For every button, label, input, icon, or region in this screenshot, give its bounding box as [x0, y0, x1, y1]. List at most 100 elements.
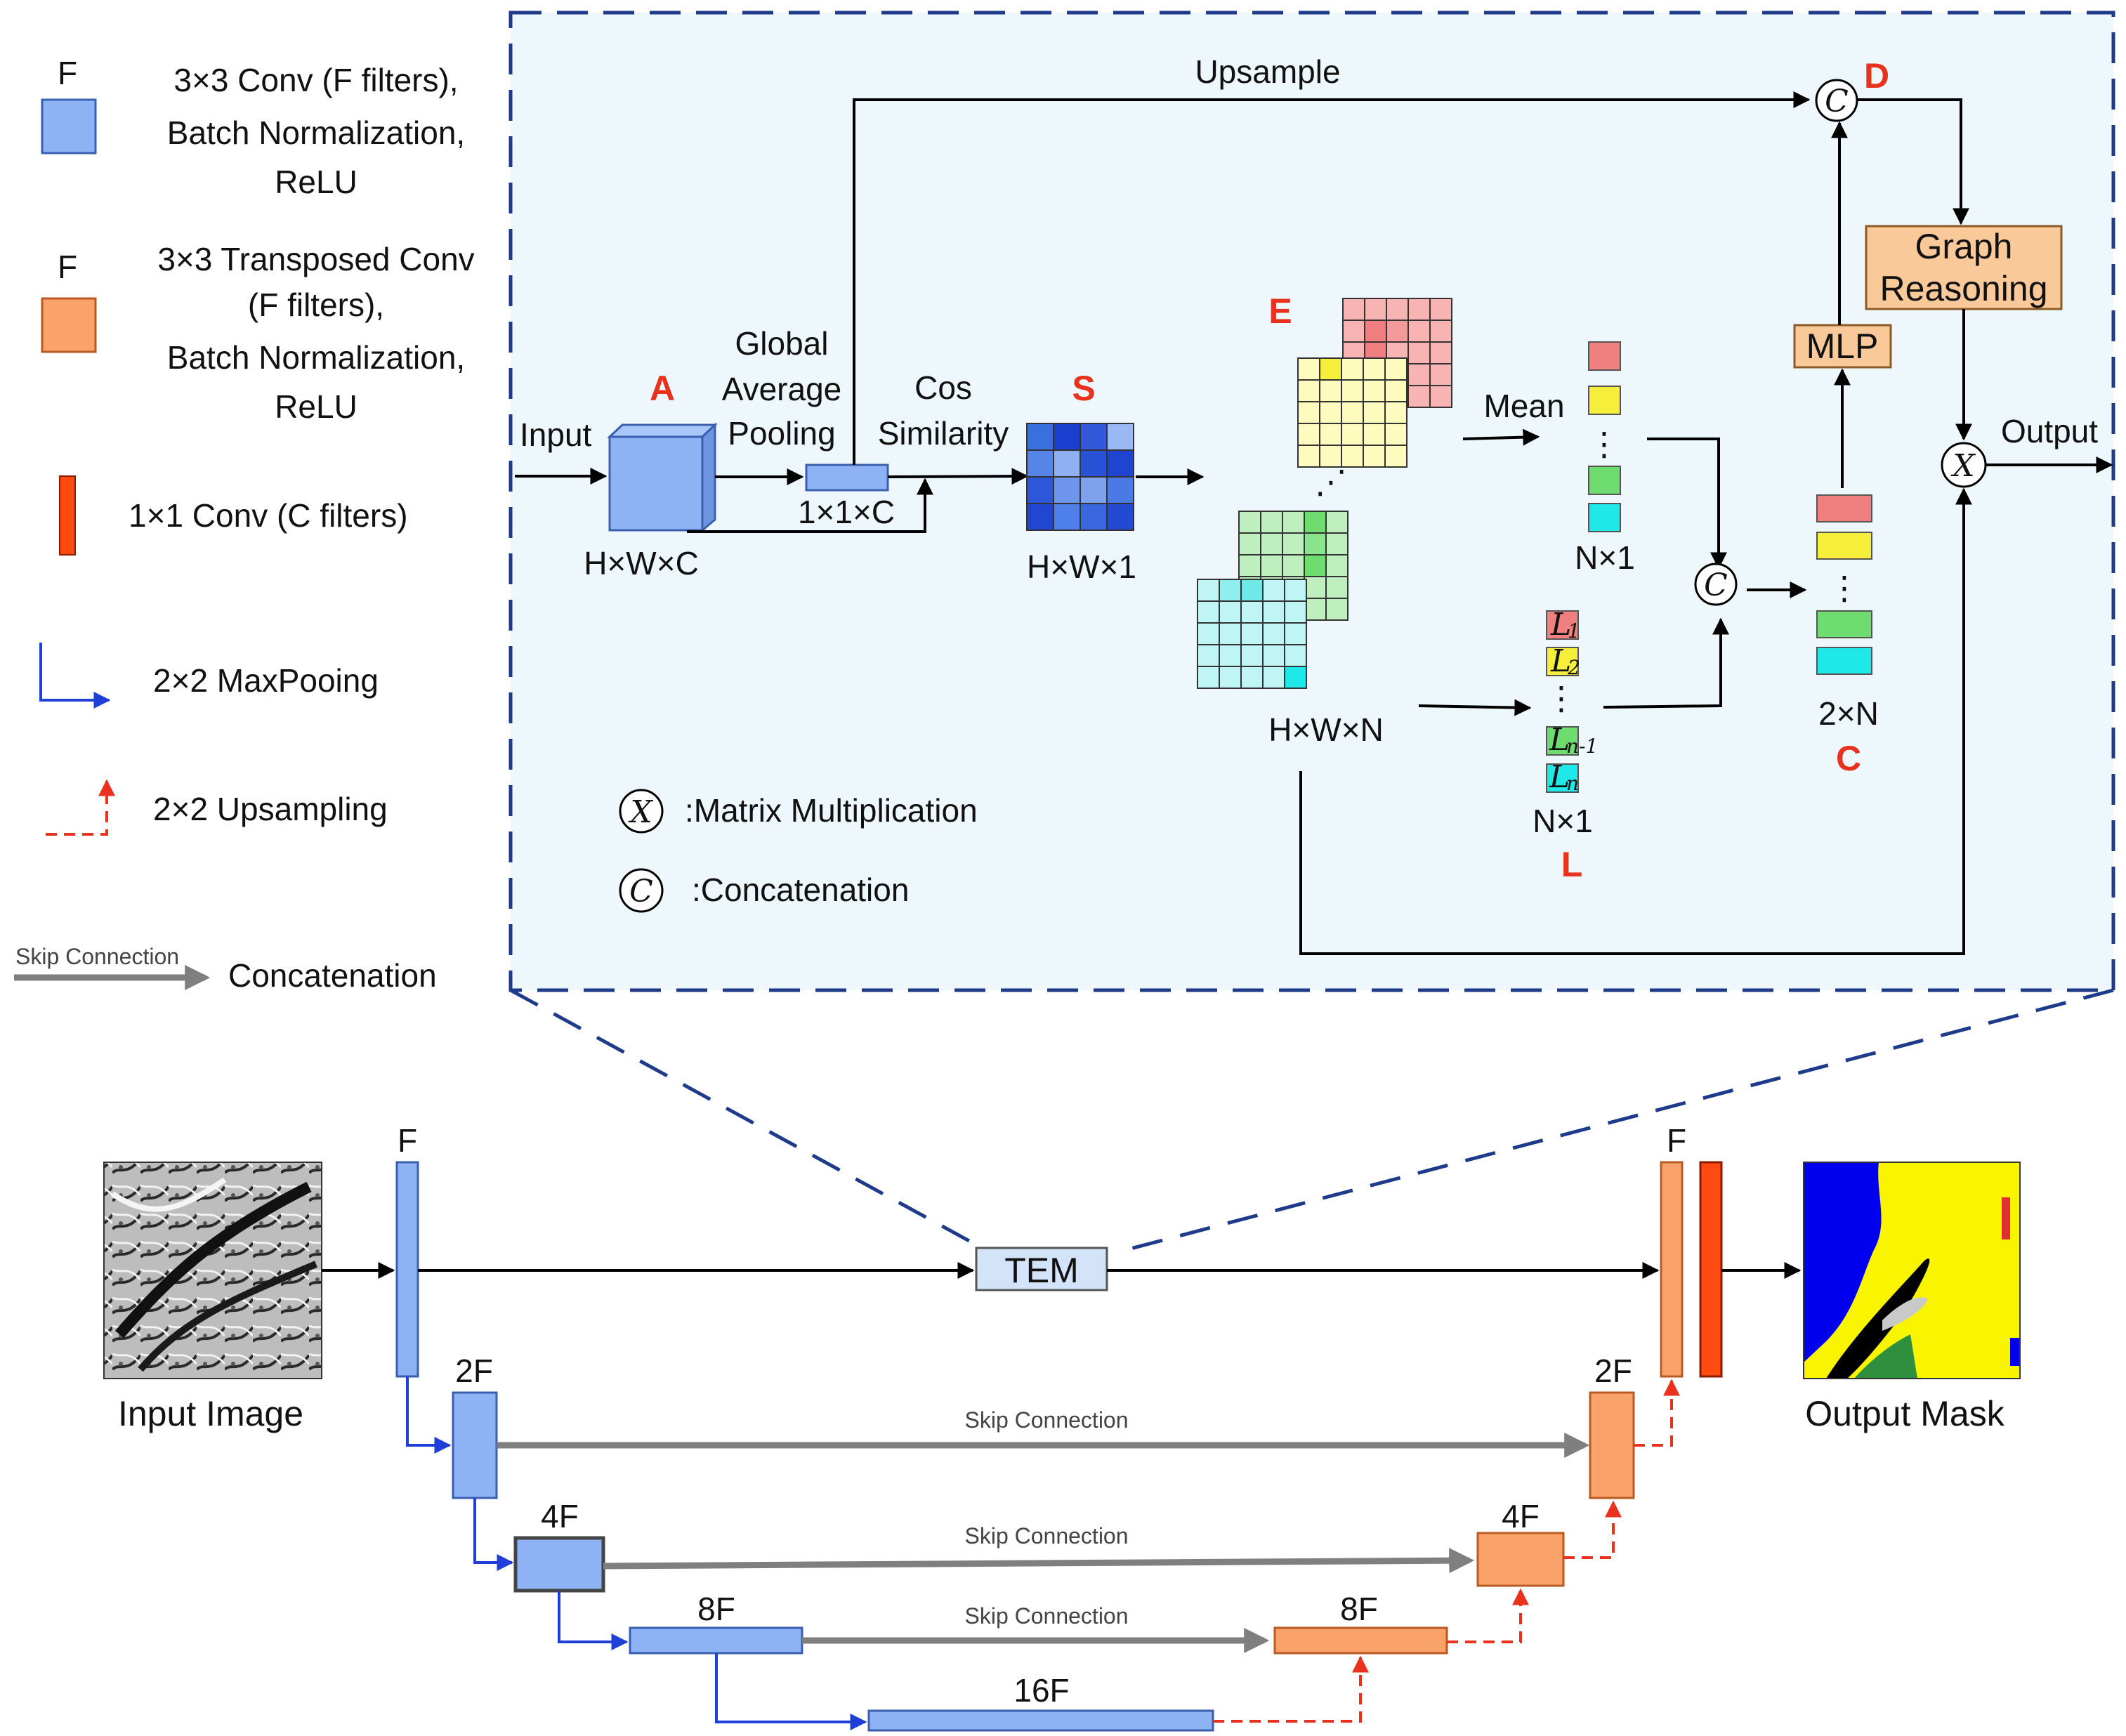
e-red-cell — [1429, 320, 1452, 343]
e-red-cell — [1408, 320, 1431, 343]
legend-tconv-line2: (F filters), — [248, 287, 384, 323]
svg-text:1: 1 — [1568, 619, 1580, 643]
e-yellow-cell — [1363, 379, 1386, 402]
e-green-cell — [1282, 511, 1305, 534]
s-grid-cell — [1026, 476, 1054, 504]
s-grid-cell — [1106, 476, 1134, 504]
tem-cos-line1: Cos — [914, 369, 972, 406]
enc-2f-label: 2F — [455, 1353, 493, 1389]
decoder-block-4f — [1476, 1532, 1565, 1587]
tem-cos-line2: Similarity — [878, 415, 1009, 452]
e-green-cell — [1282, 554, 1305, 577]
c-vec-red — [1816, 494, 1872, 522]
e-red-cell — [1408, 298, 1431, 321]
upsample-arrow-2 — [1447, 1588, 1529, 1643]
feature-cube-a — [607, 422, 718, 533]
mlp-label: MLP — [1806, 327, 1879, 366]
e-green-cell — [1325, 532, 1349, 555]
s-grid-cell — [1053, 449, 1081, 478]
e-yellow-cell — [1384, 379, 1408, 402]
e-green-cell — [1325, 511, 1349, 534]
tem-mean-dim: N×1 — [1575, 539, 1635, 576]
label-vec-dots: ⋮ — [1545, 680, 1577, 716]
c-vec-cyan — [1816, 647, 1872, 675]
s-grid-cell — [1053, 423, 1081, 451]
upsample-arrow-3 — [1563, 1500, 1622, 1559]
svg-text:n: n — [1566, 772, 1579, 795]
e-cyan-cell — [1240, 600, 1264, 624]
tem-l-dim: N×1 — [1533, 803, 1593, 839]
concat-node-d: C — [1815, 79, 1858, 122]
e-cyan-cell — [1240, 579, 1264, 602]
dec-4f-label: 4F — [1502, 1498, 1540, 1534]
tem-arrow-d-graph — [1857, 98, 1969, 225]
dec-8f-label: 8F — [1340, 1591, 1378, 1627]
e-red-cell — [1364, 320, 1387, 343]
dec-2f-label: 2F — [1594, 1353, 1632, 1389]
tem-gap-vector — [805, 463, 889, 492]
svg-text:X: X — [1950, 448, 1976, 484]
symbol-legend-cat-text: :Concatenation — [692, 872, 909, 908]
similarity-map-s — [1026, 423, 1134, 531]
e-cyan-cell — [1219, 579, 1242, 602]
tem-arrow-a-cos — [687, 478, 933, 533]
final-1x1-conv — [1699, 1161, 1723, 1378]
tem-s-dim: H×W×1 — [1027, 548, 1136, 585]
e-cyan-cell — [1240, 666, 1264, 689]
encoder-block-8f — [629, 1626, 803, 1655]
s-grid-cell — [1026, 449, 1054, 478]
legend-tconv-swatch — [41, 297, 97, 353]
e-green-cell — [1325, 576, 1349, 599]
symbol-legend-mm: X :Matrix Multiplication — [619, 789, 978, 834]
e-green-cell — [1325, 554, 1349, 577]
legend-concatenation-text: Concatenation — [228, 957, 437, 994]
e-yellow-cell — [1297, 379, 1320, 402]
legend-conv-f: F — [58, 55, 77, 91]
e-yellow-cell — [1363, 357, 1386, 381]
e-green-cell — [1238, 554, 1261, 577]
tem-label-s: S — [1072, 369, 1095, 408]
tem-arrow-e-l — [1418, 699, 1532, 716]
enc-8f-label: 8F — [697, 1591, 735, 1627]
mean-vec-cyan — [1588, 503, 1621, 532]
enc-4f-label: 4F — [541, 1498, 579, 1534]
e-cyan-cell — [1197, 666, 1220, 689]
e-green-cell — [1282, 532, 1305, 555]
svg-text:n-1: n-1 — [1566, 735, 1598, 758]
embedding-map-cyan — [1197, 579, 1307, 689]
s-grid-cell — [1080, 476, 1108, 504]
e-yellow-cell — [1363, 445, 1386, 468]
skip-label-3: Skip Connection — [964, 1603, 1128, 1629]
decoder-block-f — [1660, 1161, 1684, 1378]
e-yellow-cell — [1319, 445, 1342, 468]
e-green-cell — [1304, 598, 1327, 621]
s-grid-cell — [1080, 423, 1108, 451]
e-yellow-cell — [1319, 357, 1342, 381]
dec-f-label: F — [1667, 1122, 1686, 1159]
e-cyan-cell — [1197, 579, 1220, 602]
e-cyan-cell — [1262, 579, 1285, 602]
graph-reasoning-line1: Graph — [1915, 227, 2013, 266]
e-cyan-cell — [1284, 622, 1307, 645]
tem-e-dim: H×W×N — [1268, 711, 1384, 748]
mean-vec-yellow — [1588, 386, 1621, 415]
legend-1x1-swatch — [59, 475, 76, 555]
c-vec-yellow — [1816, 532, 1872, 560]
upsample-arrow-1 — [1213, 1655, 1369, 1723]
matmul-node: X — [1941, 442, 1987, 488]
tem-panel — [508, 11, 2115, 992]
e-red-cell — [1364, 298, 1387, 321]
label-vec-ln1: L n-1 — [1546, 722, 1598, 758]
e-cyan-cell — [1262, 644, 1285, 667]
e-cyan-cell — [1219, 666, 1242, 689]
tem-panel-border — [508, 11, 2115, 992]
tem-arrow-e-mm — [1299, 487, 1972, 955]
e-red-cell — [1386, 320, 1409, 343]
output-mask — [1803, 1162, 2021, 1379]
tem-mean-label: Mean — [1483, 388, 1564, 424]
e-yellow-cell — [1363, 423, 1386, 446]
s-grid-cell — [1026, 423, 1054, 451]
e-yellow-cell — [1384, 357, 1408, 381]
tem-label-l: L — [1561, 845, 1583, 884]
